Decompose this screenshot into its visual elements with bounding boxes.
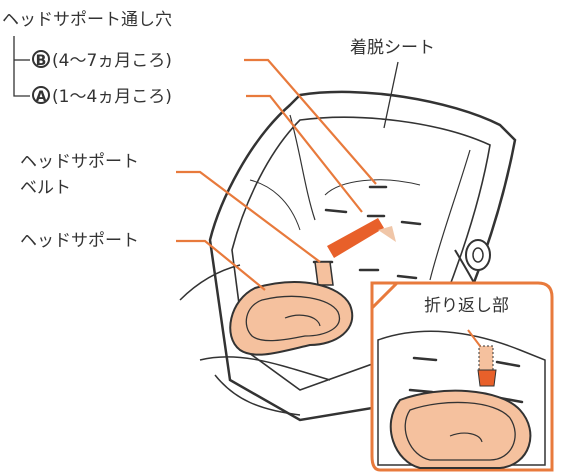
- direction-arrow: [327, 218, 384, 258]
- seat-sheet-label: 着脱シート: [350, 38, 435, 58]
- hole-a-marker: A: [32, 86, 50, 105]
- belt-label-line1: ヘッドサポート: [20, 152, 139, 172]
- hole-a-range: (1〜4ヵ月ころ): [52, 87, 172, 107]
- fold-part-marker: [478, 345, 494, 371]
- head-support-label: ヘッドサポート: [20, 231, 139, 251]
- hole-a-label: A(1〜4ヵ月ころ): [32, 86, 172, 107]
- hole-b-marker: B: [32, 50, 50, 69]
- fold-part-label: 折り返し部: [424, 296, 509, 316]
- hole-b-range: (4〜7ヵ月ころ): [52, 51, 172, 71]
- head-support-belt: [314, 261, 334, 286]
- head-support-hole-title: ヘッドサポート通し穴: [2, 10, 172, 30]
- hole-b-label: B(4〜7ヵ月ころ): [32, 50, 172, 71]
- belt-label-line2: ベルト: [20, 178, 71, 198]
- leader-lines: [176, 58, 377, 291]
